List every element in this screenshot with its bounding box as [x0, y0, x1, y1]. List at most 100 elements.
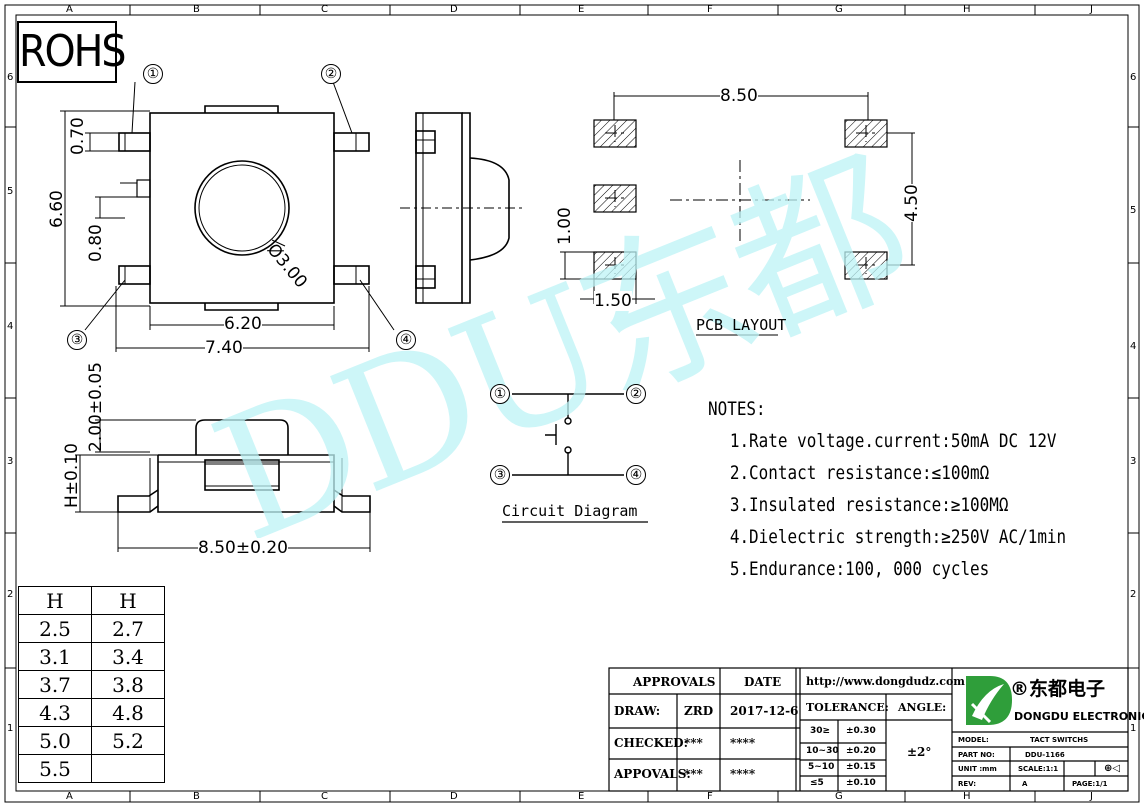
angle-value: ±2° — [907, 745, 932, 759]
dim-7-40: 7.40 — [205, 338, 243, 358]
circuit-pin-4: ④ — [626, 465, 646, 485]
tolerance-range: 10~30 — [806, 746, 839, 756]
note-item: 4.Dielectric strength:≥250V AC/1min — [729, 526, 1067, 548]
table-cell: 5.0 — [18, 726, 92, 755]
circuit-pin-1: ① — [490, 384, 510, 404]
draw-label: DRAW: — [614, 704, 661, 718]
zone-col-c-bottom: C — [321, 791, 328, 802]
zone-row-3-right: 3 — [1130, 456, 1137, 467]
dim-6-20: 6.20 — [224, 314, 262, 334]
checked-date: **** — [730, 736, 756, 750]
zone-col-e-top: E — [578, 4, 585, 15]
notes-title: NOTES: — [708, 398, 766, 420]
note-item: 1.Rate voltage.current:50mA DC 12V — [729, 430, 1057, 452]
tolerance-value: ±0.20 — [846, 746, 876, 756]
table-cell: 2.5 — [18, 614, 92, 643]
pin-2-marker: ② — [321, 64, 341, 84]
draw-name: ZRD — [684, 704, 714, 718]
pin-3-marker: ③ — [67, 330, 87, 350]
zone-row-4-right: 4 — [1130, 341, 1137, 352]
part-no-value: DDU-1166 — [1025, 751, 1065, 759]
table-cell: 4.8 — [91, 698, 165, 727]
tolerance-value: ±0.10 — [846, 778, 876, 788]
tolerance-value: ±0.15 — [846, 762, 876, 772]
model-value: TACT SWITCHS — [1030, 736, 1089, 744]
pcb-dim-4-50: 4.50 — [902, 184, 922, 222]
company-logo — [966, 676, 1012, 725]
table-cell: 3.8 — [91, 670, 165, 699]
zone-col-a-top: A — [66, 4, 73, 15]
table-header-cell: H — [18, 586, 92, 615]
tolerance-value: ±0.30 — [846, 726, 876, 736]
dim-h-tolerance: H±0.10 — [62, 443, 82, 508]
zone-col-a-bottom: A — [66, 791, 73, 802]
zone-row-2-left: 2 — [7, 589, 14, 600]
circuit-diagram — [512, 393, 624, 476]
model-label: MODEL: — [958, 736, 989, 744]
company-name-en: DONGDU ELECTRONICS — [1014, 710, 1144, 723]
table-header-cell: H — [91, 586, 165, 615]
zone-col-d-top: D — [450, 4, 458, 15]
pcb-dim-1-50: 1.50 — [594, 291, 632, 311]
zone-col-e-bottom: E — [578, 791, 585, 802]
draw-date: 2017-12-6 — [730, 704, 799, 718]
zone-col-d-bottom: D — [450, 791, 458, 802]
approvals-label: APPOVALS: — [614, 767, 691, 781]
zone-col-j-top: J — [1090, 4, 1093, 15]
zone-col-g-top: G — [835, 4, 843, 15]
tolerance-range: 30≥ — [810, 726, 831, 736]
angle-label: ANGLE: — [898, 701, 947, 714]
tolerance-range: 5~10 — [808, 762, 835, 772]
note-item: 3.Insulated resistance:≥100MΩ — [729, 494, 1009, 516]
table-cell: 4.3 — [18, 698, 92, 727]
zone-row-6-right: 6 — [1130, 72, 1137, 83]
rohs-mark: ROHS — [17, 21, 127, 83]
pcb-dim-8-50: 8.50 — [720, 86, 758, 106]
table-header-row: H H — [18, 586, 165, 615]
pin-4-marker: ④ — [396, 330, 416, 350]
zone-row-3-left: 3 — [7, 456, 14, 467]
rev-value: A — [1022, 780, 1028, 788]
title-block — [608, 667, 1129, 792]
zone-row-1-right: 1 — [1130, 723, 1137, 734]
unit-label: UNIT :mm — [958, 765, 997, 773]
checked-name: *** — [684, 736, 703, 750]
dim-8-50-width: 8.50±0.20 — [198, 538, 288, 558]
table-cell — [91, 754, 165, 783]
table-cell: 3.1 — [18, 642, 92, 671]
approvals-date: **** — [730, 767, 756, 781]
scale-label: SCALE:1:1 — [1018, 765, 1059, 773]
notes: NOTES: 1.Rate voltage.current:50mA DC 12… — [708, 393, 1066, 585]
pin-1-marker: ① — [143, 64, 163, 84]
pcb-dim-1-00: 1.00 — [555, 207, 575, 245]
zone-col-j-bottom: J — [1090, 791, 1093, 802]
zone-row-2-right: 2 — [1130, 589, 1137, 600]
front-view — [117, 419, 371, 513]
checked-label: CHECKED: — [614, 736, 688, 750]
dim-0-70: 0.70 — [68, 117, 88, 155]
zone-row-5-left: 5 — [7, 186, 14, 197]
zone-col-f-bottom: F — [707, 791, 713, 802]
page-label: PAGE:1/1 — [1072, 780, 1108, 788]
zone-col-b-top: B — [193, 4, 200, 15]
dim-2-00: 2.00±0.05 — [86, 362, 106, 452]
zone-col-h-top: H — [963, 4, 971, 15]
circuit-pin-2: ② — [626, 384, 646, 404]
pcb-layout-label: PCB LAYOUT — [696, 316, 787, 334]
tolerance-range: ≤5 — [810, 778, 824, 788]
zone-row-5-right: 5 — [1130, 205, 1137, 216]
note-item: 2.Contact resistance:≤100mΩ — [729, 462, 990, 484]
part-no-label: PART NO: — [958, 751, 995, 759]
dim-0-80: 0.80 — [86, 224, 106, 262]
date-header: DATE — [744, 675, 782, 689]
company-name-cn: ®东都电子 — [1010, 678, 1106, 700]
table-cell: 3.4 — [91, 642, 165, 671]
approvals-name: *** — [684, 767, 703, 781]
zone-row-1-left: 1 — [7, 723, 14, 734]
